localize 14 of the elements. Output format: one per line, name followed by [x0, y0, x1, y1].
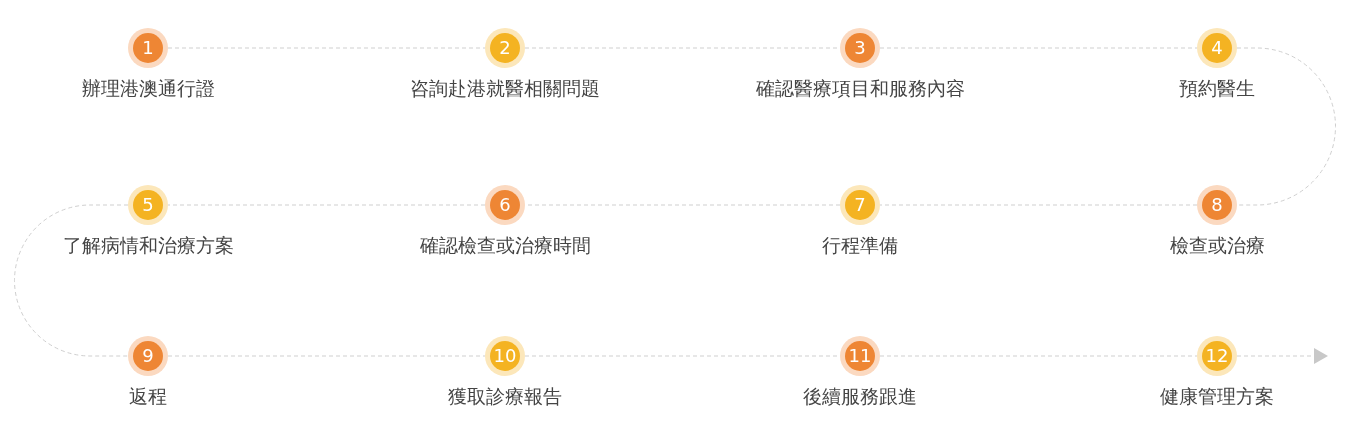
step-label: 返程: [128, 384, 168, 409]
step-label: 後續服務跟進: [802, 384, 918, 409]
step-label: 確認檢查或治療時間: [418, 233, 592, 258]
step-label: 預約醫生: [1178, 76, 1256, 101]
dashed-connector: [14, 204, 129, 357]
step-label: 檢查或治療: [1168, 233, 1266, 258]
step-label: 確認醫療項目和服務內容: [754, 76, 966, 101]
step-label: 了解病情和治療方案: [61, 233, 235, 258]
step-label: 辦理港澳通行證: [80, 76, 216, 101]
step-label: 健康管理方案: [1159, 384, 1275, 409]
step-label: 獲取診療報告: [447, 384, 563, 409]
step-label: 行程準備: [821, 233, 899, 258]
step-label: 咨詢赴港就醫相關問題: [409, 76, 601, 101]
dashed-connector: [1236, 47, 1336, 206]
